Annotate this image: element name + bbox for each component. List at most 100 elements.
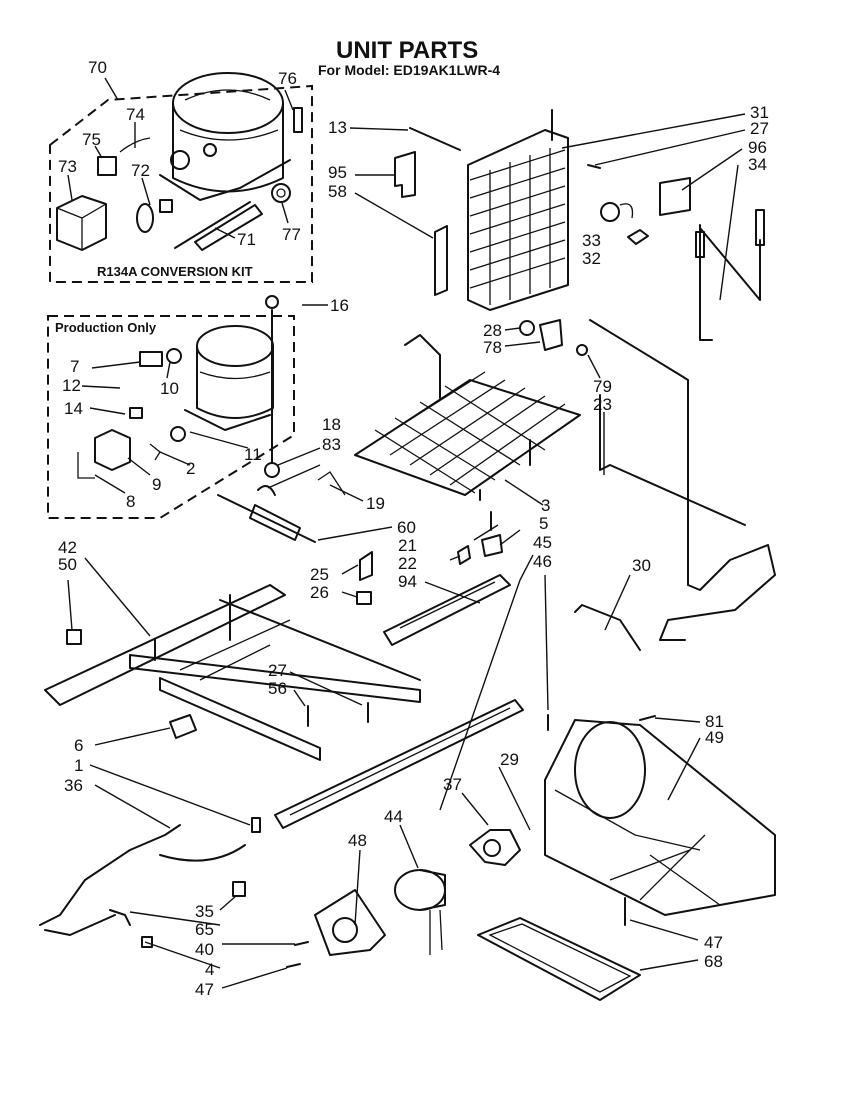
production-compressor <box>184 325 274 431</box>
kit-grommet <box>271 183 291 203</box>
label-83: 83 <box>322 435 341 454</box>
label-79: 79 <box>593 377 612 396</box>
conversion-kit-label: R134A CONVERSION KIT <box>97 264 253 279</box>
label-36: 36 <box>64 776 83 795</box>
diagram-title: UNIT PARTS <box>336 37 478 64</box>
label-21: 21 <box>398 536 417 555</box>
label-95: 95 <box>328 163 347 182</box>
fan-blade <box>469 829 521 866</box>
label-74: 74 <box>126 105 145 124</box>
label-50: 50 <box>58 555 77 574</box>
label-73: 73 <box>58 157 77 176</box>
power-small-parts <box>141 817 261 948</box>
label-2: 2 <box>186 459 195 478</box>
clip-parts-center <box>356 511 503 605</box>
evaporator <box>354 334 581 501</box>
production-small-parts <box>129 407 186 461</box>
kit-relay <box>56 195 107 251</box>
label-78: 78 <box>483 338 502 357</box>
label-60: 60 <box>397 518 416 537</box>
drain-pan <box>477 917 641 1001</box>
label-72: 72 <box>131 161 150 180</box>
label-96: 96 <box>748 138 767 157</box>
screws-lower <box>286 715 656 968</box>
screws-center <box>307 702 549 731</box>
label-40: 40 <box>195 940 214 959</box>
label-1: 1 <box>74 756 83 775</box>
refrigerant-tubing <box>589 319 776 641</box>
label-19: 19 <box>366 494 385 513</box>
base-frame <box>44 584 421 761</box>
label-35: 35 <box>195 902 214 921</box>
kit-drier <box>174 201 263 251</box>
power-cord <box>39 824 246 936</box>
drier <box>217 494 316 543</box>
foot-bracket <box>66 629 197 739</box>
callout-labels: 70 74 76 75 73 72 71 77 13 95 58 31 27 9… <box>58 58 769 999</box>
condenser-bracket <box>394 151 416 198</box>
production-overload <box>77 429 131 479</box>
label-5: 5 <box>539 514 548 533</box>
label-25: 25 <box>310 565 329 584</box>
label-6: 6 <box>74 736 83 755</box>
diagram-subtitle: For Model: ED19AK1LWR-4 <box>318 62 500 78</box>
label-34: 34 <box>748 155 767 174</box>
kit-bolt <box>293 107 303 133</box>
label-77: 77 <box>282 225 301 244</box>
label-47a: 47 <box>195 980 214 999</box>
label-27a: 27 <box>750 119 769 138</box>
thermostat-parts <box>587 164 691 245</box>
label-65: 65 <box>195 920 214 939</box>
label-16: 16 <box>330 296 349 315</box>
condenser-coil <box>467 109 569 311</box>
label-9: 9 <box>152 475 161 494</box>
production-only-box: Production Only <box>47 315 295 519</box>
label-27b: 27 <box>268 661 287 680</box>
production-only-label: Production Only <box>55 320 157 335</box>
label-29: 29 <box>500 750 519 769</box>
label-11: 11 <box>244 445 262 464</box>
label-68: 68 <box>704 952 723 971</box>
label-22: 22 <box>398 554 417 573</box>
label-44: 44 <box>384 807 403 826</box>
label-58: 58 <box>328 182 347 201</box>
label-42: 42 <box>58 538 77 557</box>
label-30: 30 <box>632 556 651 575</box>
label-49: 49 <box>705 728 724 747</box>
label-4: 4 <box>205 960 214 979</box>
label-56: 56 <box>268 679 287 698</box>
label-10: 10 <box>160 379 179 398</box>
kit-clip <box>136 199 173 233</box>
label-8: 8 <box>126 492 135 511</box>
label-46: 46 <box>533 552 552 571</box>
label-75: 75 <box>82 130 101 149</box>
base-rail <box>274 699 524 829</box>
label-3: 3 <box>541 496 550 515</box>
label-47b: 47 <box>704 933 723 952</box>
conversion-kit-box: R134A CONVERSION KIT <box>49 84 313 283</box>
label-76: 76 <box>278 69 297 88</box>
label-37: 37 <box>443 775 462 794</box>
label-48: 48 <box>348 831 367 850</box>
label-71: 71 <box>237 230 256 249</box>
label-7: 7 <box>70 357 79 376</box>
sensor-wire <box>409 127 461 151</box>
heater-tube <box>695 209 765 341</box>
motor-bracket <box>314 889 386 956</box>
label-18: 18 <box>322 415 341 434</box>
evap-cover <box>383 574 511 646</box>
harness-connector <box>257 471 346 496</box>
label-14: 14 <box>64 399 83 418</box>
label-81: 81 <box>705 712 724 731</box>
grommet-center <box>264 295 280 478</box>
label-70: 70 <box>88 58 107 77</box>
evaporator-fittings <box>519 319 588 356</box>
label-94: 94 <box>398 572 417 591</box>
label-32: 32 <box>582 249 601 268</box>
condenser-cover <box>434 225 448 296</box>
label-28: 28 <box>483 321 502 340</box>
drain-tube <box>574 604 641 651</box>
fan-housing <box>544 719 776 916</box>
production-relay <box>139 348 182 367</box>
